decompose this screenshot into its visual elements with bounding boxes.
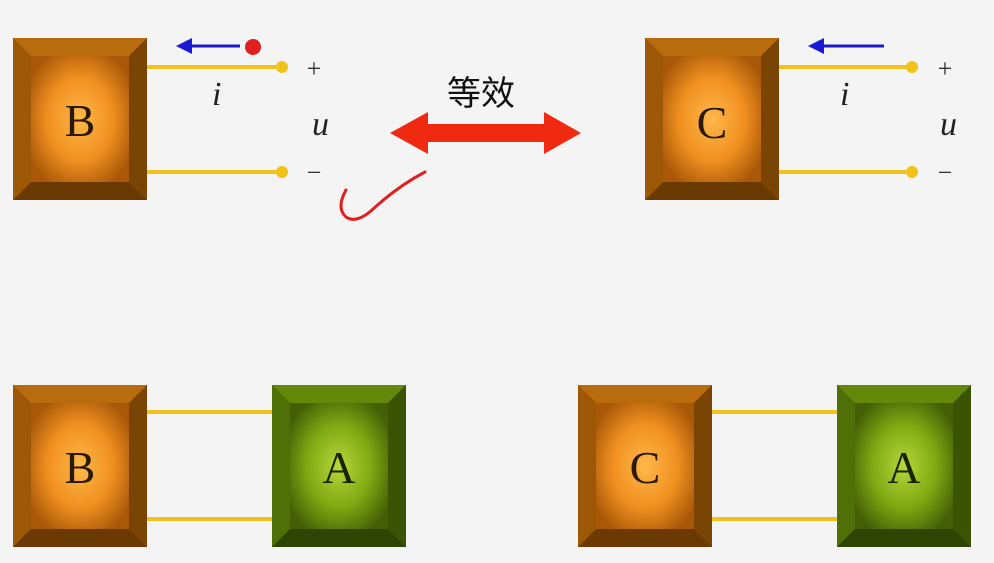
minus-sign: −	[307, 158, 322, 187]
plus-sign: +	[938, 54, 953, 83]
current-arrowhead	[808, 38, 824, 54]
current-arrowhead	[176, 38, 192, 54]
box-a-label: A	[887, 442, 920, 493]
box-c-label: C	[630, 442, 661, 493]
current-label: i	[212, 76, 221, 113]
lower-terminal	[906, 166, 918, 178]
box-a	[272, 385, 406, 547]
check-mark-annotation	[339, 170, 427, 221]
upper-terminal	[276, 61, 288, 73]
bottom-right-circuit: C A	[578, 385, 971, 547]
box-b	[13, 38, 147, 200]
voltage-label: u	[312, 106, 329, 143]
box-b-label: B	[65, 442, 96, 493]
lower-terminal	[276, 166, 288, 178]
equivalence-label: 等效	[447, 74, 515, 114]
box-c	[645, 38, 779, 200]
current-label: i	[840, 76, 849, 113]
top-right-circuit: C i u + −	[645, 38, 957, 200]
box-b-label: B	[65, 95, 96, 146]
box-a-label: A	[322, 442, 355, 493]
voltage-label: u	[940, 106, 957, 143]
bottom-left-circuit: B A	[13, 385, 406, 547]
double-arrow	[390, 112, 581, 154]
upper-terminal	[906, 61, 918, 73]
box-c	[578, 385, 712, 547]
box-a	[837, 385, 971, 547]
top-left-circuit: B i u + −	[13, 38, 329, 200]
red-dot-annotation	[245, 39, 261, 55]
plus-sign: +	[307, 54, 322, 83]
box-c-label: C	[697, 97, 728, 148]
box-b	[13, 385, 147, 547]
minus-sign: −	[938, 158, 953, 187]
